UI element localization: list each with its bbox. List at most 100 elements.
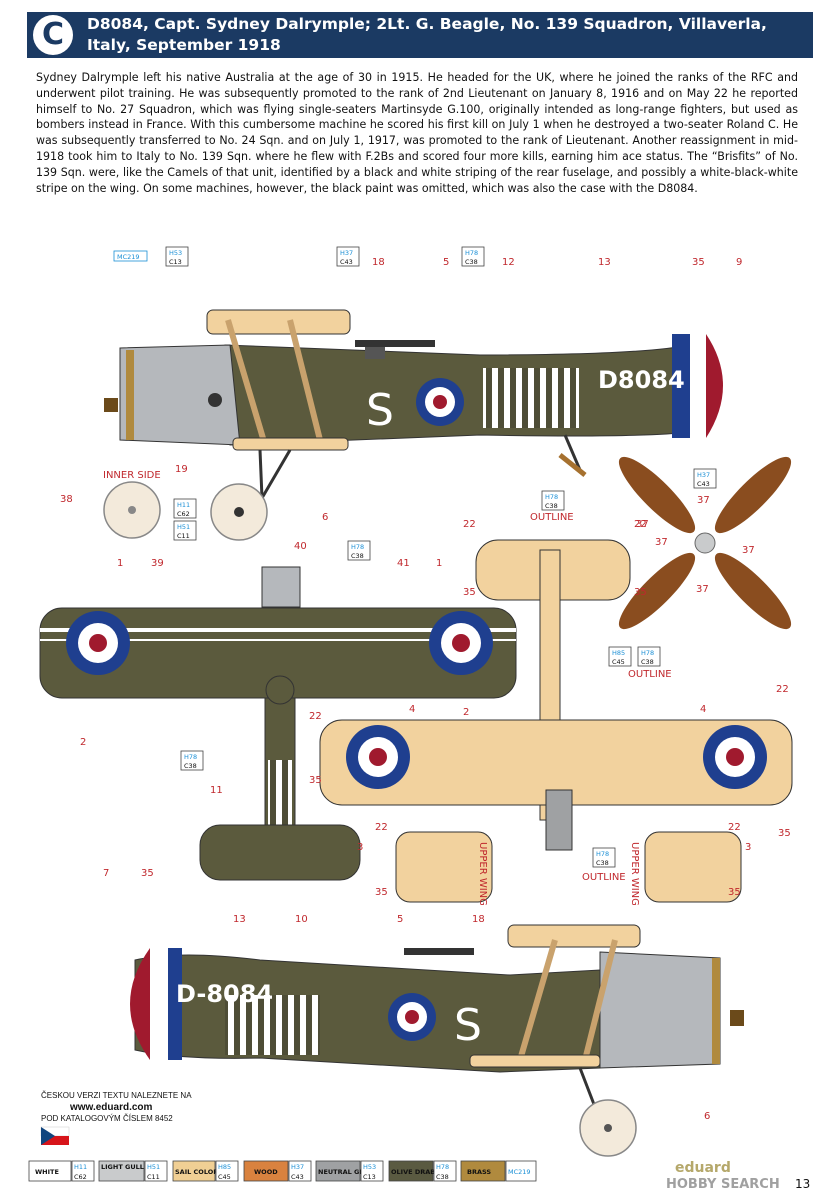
callout-2b: 2	[463, 707, 469, 718]
code-box-h78-bottom-view: H78 C38	[541, 490, 565, 511]
legend-wood: WOOD H37 C43	[243, 1160, 312, 1182]
svg-text:C38: C38	[545, 502, 558, 510]
callout-22c: 22	[309, 711, 322, 722]
callout-22b: 22	[634, 519, 647, 530]
scheme-title: D8084, Capt. Sydney Dalrymple; 2Lt. G. B…	[87, 15, 767, 54]
svg-text:H78: H78	[641, 649, 654, 657]
svg-text:BRASS: BRASS	[467, 1168, 491, 1176]
code-letter-top: S	[366, 385, 394, 436]
svg-text:C43: C43	[697, 480, 710, 488]
callout-6b: 6	[704, 1111, 710, 1122]
svg-text:C38: C38	[596, 859, 609, 867]
propeller	[618, 456, 792, 630]
legend-white: WHITE H11 C62	[28, 1160, 95, 1182]
code-box-h11: H11 C62	[173, 498, 197, 519]
svg-text:H78: H78	[465, 249, 478, 257]
code-box-h85: H85 C45	[608, 646, 632, 667]
code-box-h78-mid: H78 C38	[637, 646, 661, 667]
svg-text:C38: C38	[351, 552, 364, 560]
czech-note-line1: ČESKOU VERZI TEXTU NALEZNETE NA	[41, 1091, 192, 1100]
svg-text:H37: H37	[697, 471, 710, 479]
svg-text:C11: C11	[177, 532, 190, 540]
callout-41: 41	[397, 558, 410, 569]
upper-wing-label-right: UPPER WING	[629, 842, 640, 906]
svg-text:H11: H11	[177, 501, 190, 509]
callout-18b: 18	[472, 914, 485, 925]
svg-text:H78: H78	[596, 850, 609, 858]
callout-4b: 4	[700, 704, 706, 715]
callout-37d: 37	[742, 545, 755, 556]
svg-text:C38: C38	[184, 762, 197, 770]
svg-text:H37: H37	[340, 249, 353, 257]
svg-text:H37: H37	[291, 1163, 304, 1171]
svg-text:C38: C38	[465, 258, 478, 266]
page-number: 13	[795, 1177, 810, 1191]
callout-12: 12	[502, 257, 515, 268]
serial-bottom: D-8084	[176, 980, 273, 1008]
callout-4a: 4	[409, 704, 415, 715]
callout-3a: 3	[357, 842, 363, 853]
svg-text:C43: C43	[340, 258, 353, 266]
side-profile-top: D8084 S	[104, 309, 723, 499]
callout-37c: 37	[655, 537, 668, 548]
svg-text:H53: H53	[363, 1163, 376, 1171]
outline-label-3: OUTLINE	[582, 872, 626, 883]
svg-text:C38: C38	[641, 658, 654, 666]
legend-light-gull-gray: LIGHT GULL GRAY H51 C11	[98, 1160, 168, 1182]
callout-37a: 37	[636, 519, 649, 530]
svg-text:C62: C62	[177, 510, 190, 518]
svg-text:H53: H53	[169, 249, 182, 257]
wheels-detail: INNER SIDE	[103, 470, 268, 541]
czech-note-url: www.eduard.com	[69, 1102, 153, 1113]
svg-text:NEUTRAL GRAY: NEUTRAL GRAY	[318, 1168, 374, 1176]
callout-40: 40	[294, 541, 307, 552]
legend-sail-color: SAIL COLOR H85 C45	[172, 1160, 239, 1182]
svg-text:H78: H78	[184, 753, 197, 761]
callout-13b: 13	[233, 914, 246, 925]
footer: eduard HOBBY SEARCH 13	[666, 1160, 810, 1192]
callout-35c: 35	[309, 775, 322, 786]
svg-text:WHITE: WHITE	[35, 1168, 59, 1176]
svg-text:C62: C62	[74, 1173, 87, 1181]
svg-text:H78: H78	[351, 543, 364, 551]
callout-1a: 1	[117, 558, 123, 569]
svg-text:H78: H78	[545, 493, 558, 501]
inner-side-label: INNER SIDE	[103, 470, 161, 481]
callout-13: 13	[598, 257, 611, 268]
callout-5: 5	[443, 257, 449, 268]
svg-text:C13: C13	[363, 1173, 376, 1181]
code-box-h37-prop: H37 C43	[693, 468, 717, 489]
svg-text:H51: H51	[177, 523, 190, 531]
code-box-h78-topview: H78 C38	[347, 540, 371, 561]
svg-text:C11: C11	[147, 1173, 160, 1181]
callout-22a: 22	[463, 519, 476, 530]
legend-olive-drab: OLIVE DRAB H78 C38	[388, 1160, 457, 1182]
czech-flag-icon	[40, 1126, 70, 1145]
callout-35b: 35	[634, 587, 647, 598]
legend-neutral-gray: NEUTRAL GRAY H53 C13	[315, 1160, 384, 1182]
svg-text:C45: C45	[612, 658, 625, 666]
callout-37e: 37	[696, 584, 709, 595]
code-box-mc219: MC219	[113, 250, 148, 262]
callout-37b: 37	[697, 495, 710, 506]
code-box-h37-top: H37 C43	[336, 246, 360, 267]
callout-35: 35	[692, 257, 705, 268]
callout-6: 6	[322, 512, 328, 523]
side-profile-bottom: D-8084 S	[130, 924, 744, 1157]
fuselage-stripes	[483, 368, 579, 428]
callout-35f: 35	[728, 887, 741, 898]
callout-numbers: 19 18 5 12 13 35 9 38 6 40 1 39 41 1 2 2…	[60, 257, 791, 1122]
callout-35e: 35	[375, 887, 388, 898]
scheme-badge: C	[33, 15, 73, 55]
code-box-h78-lower: H78 C38	[592, 847, 616, 868]
upper-wing-label-left: UPPER WING	[477, 842, 488, 906]
svg-text:MC219: MC219	[508, 1168, 531, 1176]
svg-text:WOOD: WOOD	[254, 1168, 278, 1176]
callout-2a: 2	[80, 737, 86, 748]
eduard-logo: eduard	[675, 1160, 731, 1176]
czech-note-line3: POD KATALOGOVÝM ČÍSLEM 8452	[41, 1114, 173, 1123]
color-legend: WHITE H11 C62 LIGHT GULL GRAY H51 C11 SA…	[28, 1160, 537, 1182]
callout-7: 7	[103, 868, 109, 879]
callout-11: 11	[210, 785, 223, 796]
callout-3b: 3	[745, 842, 751, 853]
